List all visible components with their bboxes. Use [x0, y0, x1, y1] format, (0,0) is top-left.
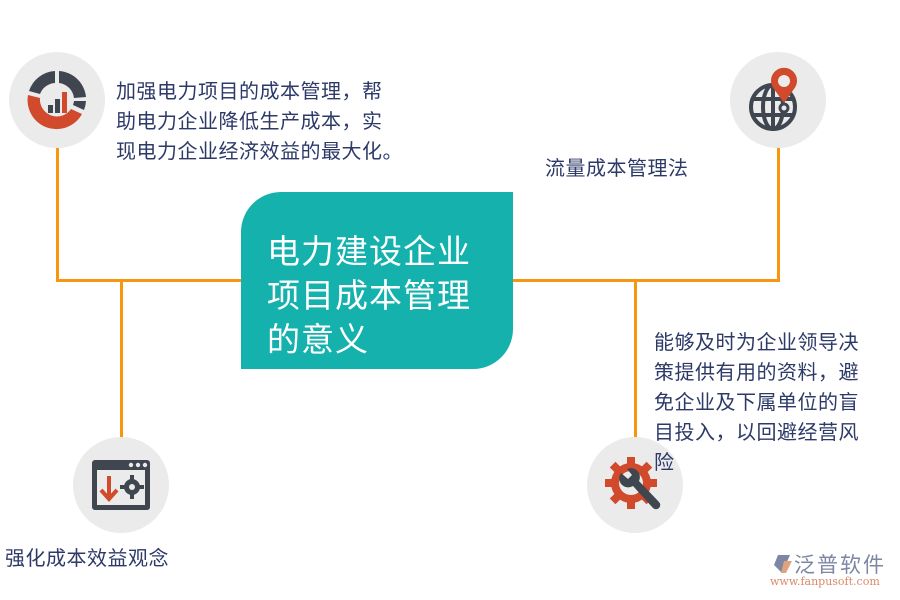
- connector-left-drop: [120, 279, 123, 439]
- center-title-line-3: 的意义: [267, 320, 369, 359]
- connector-right-horizontal: [513, 279, 780, 282]
- connector-left-vertical: [56, 146, 59, 282]
- text-line: 能够及时为企业领导决: [654, 330, 859, 354]
- text-line: 险: [654, 450, 675, 474]
- donut-chart-icon: [27, 71, 86, 130]
- node-bottom-left-text: 强化成本效益观念: [5, 543, 169, 573]
- text-line: 加强电力项目的成本管理，帮: [116, 79, 383, 103]
- text-line: 流量成本管理法: [545, 156, 689, 180]
- connector-right-drop: [634, 279, 637, 441]
- center-title-line-2: 项目成本管理: [267, 276, 471, 315]
- center-topic-box: 电力建设企业 项目成本管理 的意义: [241, 192, 513, 369]
- text-line: 现电力企业经济效益的最大化。: [116, 139, 403, 163]
- node-bottom-right-text: 能够及时为企业领导决 策提供有用的资料，避 免企业及下属单位的盲 目投入，以回避…: [654, 327, 859, 477]
- node-top-right-icon-circle: [730, 52, 826, 148]
- node-top-left-icon-circle: [9, 52, 105, 148]
- fanpusoft-logo-mark-icon: [774, 555, 792, 573]
- text-line: 强化成本效益观念: [5, 546, 169, 570]
- connector-left-horizontal: [56, 279, 242, 282]
- connector-right-vertical: [777, 146, 780, 282]
- text-line: 助电力企业降低生产成本，实: [116, 109, 383, 133]
- globe-location-pin-icon: [749, 67, 797, 131]
- node-bottom-right-icon-circle: [587, 437, 683, 533]
- node-top-right-text: 流量成本管理法: [545, 153, 689, 183]
- text-line: 策提供有用的资料，避: [654, 360, 859, 384]
- node-bottom-left-icon-circle: [73, 437, 169, 533]
- text-line: 免企业及下属单位的盲: [654, 390, 859, 414]
- gear-wrench-icon: [605, 457, 661, 510]
- node-top-left-text: 加强电力项目的成本管理，帮 助电力企业降低生产成本，实 现电力企业经济效益的最大…: [116, 76, 403, 166]
- logo-name: 泛普软件: [794, 553, 886, 577]
- center-title-line-1: 电力建设企业: [267, 232, 471, 271]
- fanpusoft-logo: 泛普软件 www.fanpusoft.com: [770, 551, 895, 591]
- text-line: 目投入，以回避经营风: [654, 420, 859, 444]
- browser-download-settings-icon: [92, 460, 150, 510]
- logo-url: www.fanpusoft.com: [770, 575, 880, 588]
